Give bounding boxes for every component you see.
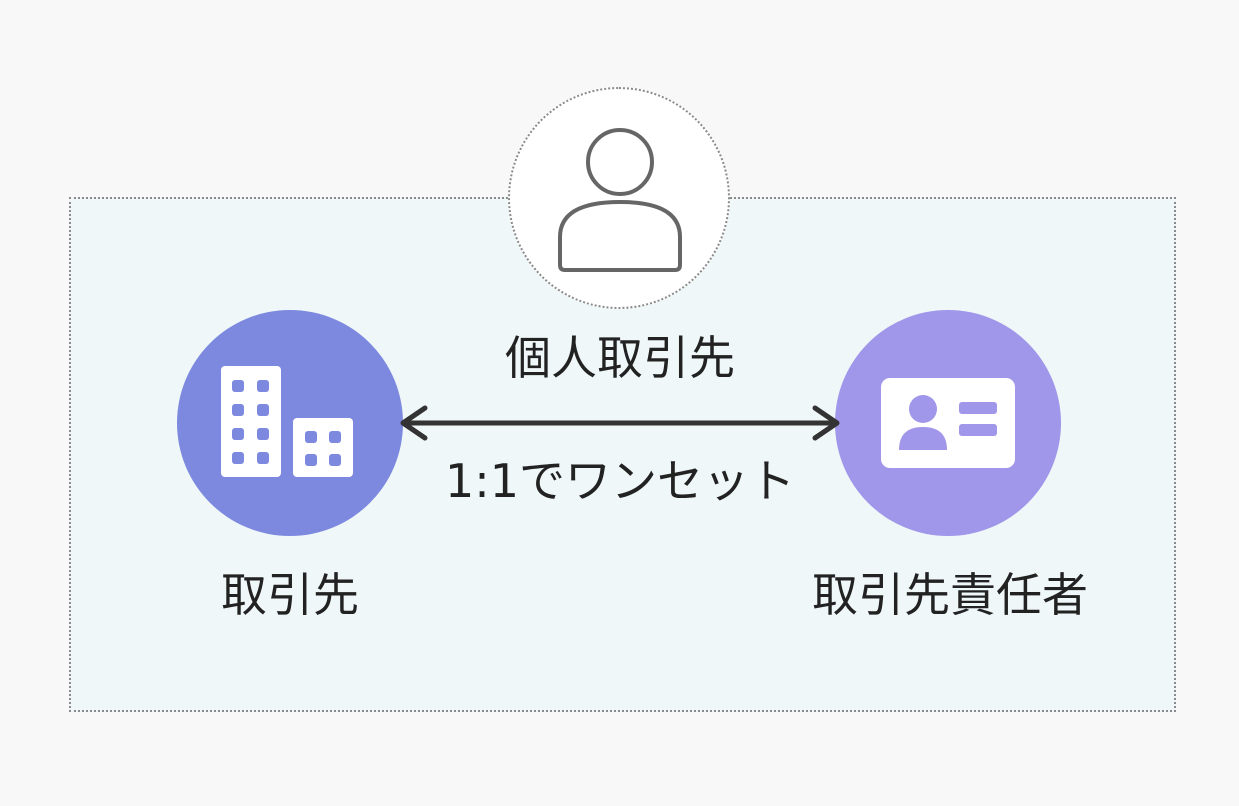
person-icon (558, 128, 682, 272)
company-label: 取引先 (221, 568, 359, 622)
contact-label: 取引先責任者 (812, 568, 1088, 622)
company-node (177, 310, 403, 536)
person-circle (508, 87, 730, 309)
id-card-icon (881, 378, 1015, 468)
contact-node (835, 310, 1061, 536)
person-account-label: 個人取引先 (505, 331, 735, 385)
building-icon (221, 366, 353, 477)
relation-label: 1:1でワンセット (444, 454, 796, 508)
bidirectional-arrow (400, 405, 840, 441)
